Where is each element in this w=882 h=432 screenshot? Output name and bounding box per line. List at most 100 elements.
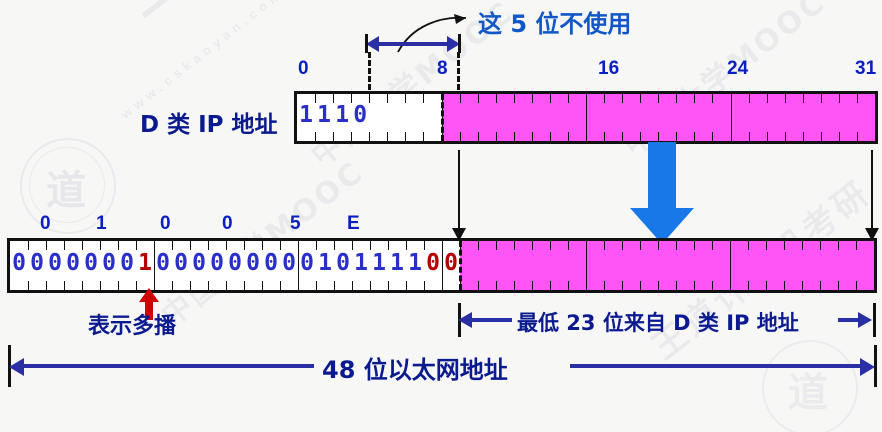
bit-tick bbox=[766, 94, 768, 103]
bit-tick bbox=[208, 241, 209, 250]
bit-tick bbox=[352, 241, 353, 250]
multicast-bit-arrow bbox=[139, 288, 159, 320]
bit-tick bbox=[568, 241, 569, 250]
bit-value: 0 bbox=[174, 249, 188, 276]
bit-tick bbox=[262, 241, 263, 250]
bit-value: 1 bbox=[390, 249, 404, 276]
bit-value: 0 bbox=[192, 249, 206, 276]
bit-tick bbox=[784, 281, 785, 290]
bit-value: 1 bbox=[318, 249, 332, 276]
bit-tick bbox=[388, 241, 389, 250]
bit-tick bbox=[622, 281, 623, 290]
bit-tick bbox=[315, 94, 317, 103]
bit-tick bbox=[478, 241, 479, 250]
bit-value: 0 bbox=[120, 249, 134, 276]
bit-tick bbox=[856, 94, 858, 103]
bit-tick bbox=[118, 241, 119, 250]
bit-tick bbox=[136, 281, 137, 290]
magenta-boundary-dash bbox=[440, 94, 444, 141]
bit-tick bbox=[334, 241, 335, 250]
bit-value: 1 bbox=[408, 249, 422, 276]
bit-tick bbox=[406, 241, 407, 250]
bit-tick bbox=[370, 241, 371, 250]
byte-divider bbox=[730, 94, 732, 141]
hex-label-1: 1 bbox=[96, 213, 107, 234]
bit-tick bbox=[208, 281, 209, 290]
bit-tick bbox=[676, 132, 678, 141]
unused-bits-note: 这 5 位不使用 bbox=[478, 10, 632, 38]
bit-tick bbox=[459, 132, 461, 141]
bit-tick bbox=[640, 132, 642, 141]
bit-value: 0 bbox=[353, 101, 368, 128]
bit-tick bbox=[820, 241, 821, 250]
bit-tick bbox=[748, 132, 750, 141]
mapping-down-arrow bbox=[630, 142, 694, 244]
bit-tick bbox=[748, 94, 750, 103]
bit-tick bbox=[658, 241, 659, 250]
bit-value: 0 bbox=[444, 249, 458, 276]
bit-value: 1 bbox=[354, 249, 368, 276]
hex-label-3: 0 bbox=[222, 213, 233, 234]
bit-tick bbox=[622, 94, 624, 103]
bit-value: 0 bbox=[84, 249, 98, 276]
bit-tick bbox=[190, 281, 191, 290]
bit-tick bbox=[838, 281, 839, 290]
bit-value: 0 bbox=[228, 249, 242, 276]
bit-tick bbox=[405, 94, 407, 103]
bit-tick bbox=[712, 132, 714, 141]
bit-value: 0 bbox=[48, 249, 62, 276]
bit-value: 0 bbox=[156, 249, 170, 276]
bit-tick bbox=[334, 281, 335, 290]
watermark-seal-glyph-2: 道 bbox=[788, 370, 828, 416]
bit-value: 1 bbox=[299, 101, 313, 128]
bit-tick bbox=[766, 241, 767, 250]
bit-value: 0 bbox=[336, 249, 350, 276]
bit-tick bbox=[370, 281, 371, 290]
bit-tick bbox=[315, 132, 317, 141]
bit-tick bbox=[387, 94, 389, 103]
total-note: 48 位以太网地址 bbox=[322, 356, 508, 384]
bit-tick bbox=[226, 241, 227, 250]
bit-tick bbox=[64, 241, 65, 250]
byte-divider bbox=[154, 241, 155, 290]
bit-tick bbox=[802, 281, 803, 290]
byte-divider bbox=[586, 94, 587, 141]
bit-tick bbox=[351, 94, 353, 103]
bit-tick bbox=[172, 281, 173, 290]
bit-tick bbox=[477, 132, 479, 141]
bit-tick bbox=[604, 94, 606, 103]
bit-tick bbox=[495, 132, 497, 141]
bit-tick bbox=[136, 241, 137, 250]
hex-label-5: E bbox=[347, 213, 360, 234]
bit-tick bbox=[369, 132, 371, 141]
bit-tick bbox=[280, 281, 281, 290]
bit-tick bbox=[423, 94, 425, 103]
bit-tick bbox=[784, 241, 785, 250]
bit-tick bbox=[118, 281, 119, 290]
bit-value: 0 bbox=[66, 249, 80, 276]
bit-tick bbox=[496, 241, 497, 250]
bit-tick bbox=[549, 132, 551, 141]
bit-tick bbox=[369, 94, 371, 103]
bit-tick bbox=[820, 281, 821, 290]
bit-tick bbox=[676, 241, 677, 250]
bit-value: 0 bbox=[246, 249, 260, 276]
bit-tick bbox=[513, 132, 515, 141]
bit-tick bbox=[658, 94, 660, 103]
low23-note: 最低 23 位来自 D 类 IP 地址 bbox=[517, 311, 799, 335]
bit-tick bbox=[514, 241, 515, 250]
bit-tick bbox=[640, 94, 642, 103]
watermark-seal-ring-inner bbox=[29, 147, 105, 223]
bit-tick bbox=[820, 132, 822, 141]
bit-tick bbox=[513, 94, 515, 103]
bit-tick bbox=[838, 241, 839, 250]
bit-tick bbox=[712, 94, 714, 103]
bit-tick bbox=[694, 241, 695, 250]
bit-value: 0 bbox=[264, 249, 278, 276]
bit-value: 0 bbox=[12, 249, 26, 276]
bit-tick bbox=[766, 132, 768, 141]
bit-tick bbox=[856, 281, 857, 290]
watermark-seal-ring-2 bbox=[762, 340, 858, 432]
bit-tick bbox=[496, 281, 497, 290]
